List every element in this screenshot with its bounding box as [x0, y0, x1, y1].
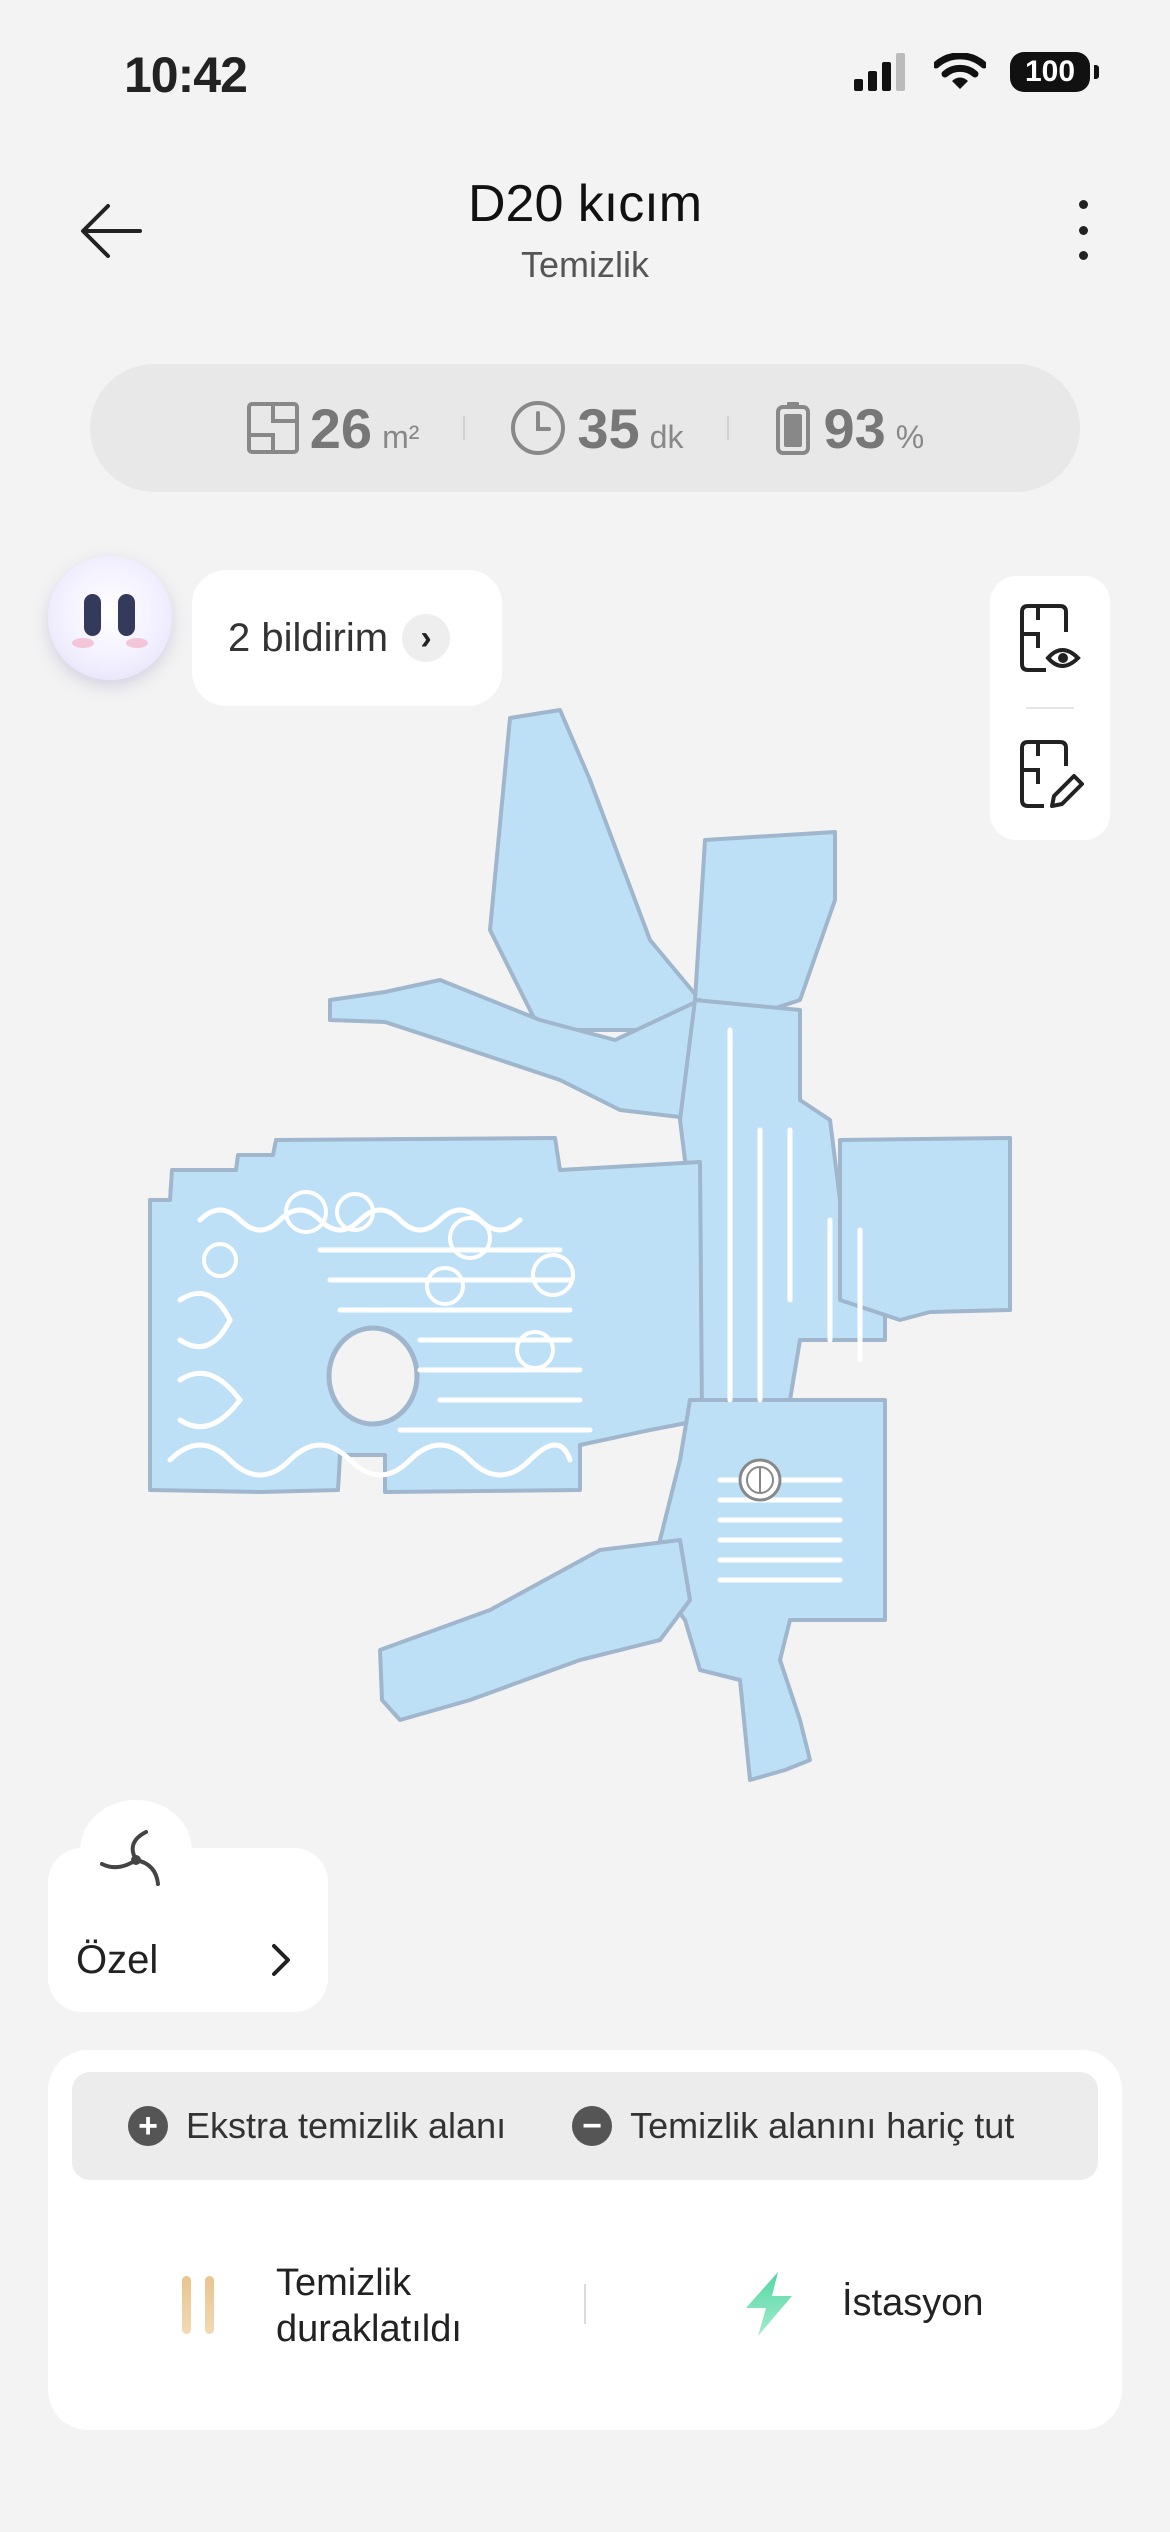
notifications-button[interactable]: 2 bildirim › [192, 570, 502, 706]
time-unit: dk [649, 418, 684, 455]
avatar-eye [118, 594, 135, 636]
stat-divider [463, 416, 466, 440]
map-edit-icon [1020, 740, 1084, 808]
map-view-button[interactable] [1008, 598, 1092, 682]
map-region-upper-room [693, 830, 837, 1022]
robot-assistant-avatar[interactable] [48, 556, 172, 680]
floor-plan [148, 708, 1012, 1782]
status-icons: 100 [852, 52, 1099, 92]
device-status: Temizlik [520, 244, 649, 285]
cleaning-spot [515, 1330, 555, 1370]
stat-time: 35 dk [509, 396, 683, 461]
chevron-right-icon: › [402, 614, 451, 662]
exclude-area-label: Temizlik alanını hariç tut [630, 2105, 1015, 2146]
tools-divider [1026, 707, 1074, 709]
station-button-label[interactable]: İstasyon [842, 2282, 984, 2324]
extra-cleaning-area-button[interactable]: + Ekstra temizlik alanı [128, 2105, 506, 2147]
map-region-right-room [838, 1136, 1012, 1322]
robot-position-marker [738, 1458, 782, 1502]
map-view-icon [1020, 604, 1081, 672]
map-edit-button[interactable] [1008, 734, 1092, 818]
cleaning-path [167, 1442, 573, 1478]
avatar-blush [72, 638, 94, 648]
area-icon [246, 402, 299, 454]
clock-icon [511, 401, 566, 455]
zone-options-bar: + Ekstra temizlik alanı − Temizlik alanı… [72, 2072, 1098, 2180]
cleaning-spot [448, 1216, 492, 1260]
wifi-icon [934, 53, 986, 89]
cleaning-spot [425, 1266, 465, 1306]
area-value: 26 [309, 396, 373, 460]
more-dot-icon [1078, 225, 1088, 235]
chevron-right-icon [266, 1940, 296, 1980]
exclude-area-button[interactable]: − Temizlik alanını hariç tut [572, 2105, 1014, 2147]
area-unit: m² [382, 418, 420, 455]
map-region-left-wedge [328, 978, 707, 1122]
stat-battery: 93 % [773, 396, 924, 461]
cleaning-stats-bar: 26 m² 35 dk 93 % [90, 364, 1080, 492]
extra-area-label: Ekstra temizlik alanı [186, 2105, 507, 2146]
back-arrow-icon [81, 204, 142, 258]
battery-value: 93 [823, 396, 886, 460]
action-divider [584, 2284, 586, 2324]
battery-level-icon [776, 402, 811, 455]
mode-label: Özel [76, 1938, 159, 1982]
cleaning-spot [284, 1190, 328, 1234]
cleaning-spot [531, 1253, 575, 1297]
map-tools-panel [990, 576, 1110, 840]
notifications-label: 2 bildirim [228, 615, 389, 660]
cellular-signal-icon [854, 53, 905, 91]
avatar-eye [84, 594, 101, 636]
lightning-bolt-icon[interactable] [740, 2270, 798, 2338]
plus-circle-icon: + [128, 2106, 168, 2146]
more-options-button[interactable] [1058, 200, 1108, 260]
more-dot-icon [1078, 200, 1088, 209]
fan-mode-icon [96, 1824, 176, 1894]
battery-indicator: 100 [1010, 52, 1099, 92]
cleaning-spot [202, 1242, 238, 1278]
minus-circle-icon: − [572, 2106, 613, 2146]
cleaning-map[interactable] [140, 700, 1040, 1800]
cleaning-spot [335, 1192, 375, 1232]
map-region-top-spike [488, 708, 727, 1032]
pause-icon[interactable] [182, 2276, 228, 2334]
cleaning-path [727, 1027, 863, 1403]
device-title: D20 kıcım [467, 175, 703, 233]
more-dot-icon [1078, 251, 1088, 260]
stat-divider [727, 416, 730, 440]
map-region-bottom-room [658, 1398, 887, 1782]
pause-status-label[interactable]: Temizlik duraklatıldı [276, 2262, 462, 2350]
map-region-main-room [148, 1136, 704, 1494]
cleaning-path [197, 1207, 523, 1233]
cleaning-path [177, 1290, 244, 1430]
map-obstacle [326, 1325, 420, 1427]
cleaning-mode-button[interactable] [48, 1848, 328, 2012]
cleaning-path [317, 1247, 593, 1433]
time-value: 35 [577, 396, 640, 460]
map-region-bottom-spike [378, 1538, 692, 1722]
avatar-blush [126, 638, 148, 648]
stat-area: 26 m² [246, 396, 420, 461]
battery-unit: % [895, 418, 925, 455]
status-time: 10:42 [124, 47, 248, 103]
back-button[interactable] [78, 198, 144, 264]
